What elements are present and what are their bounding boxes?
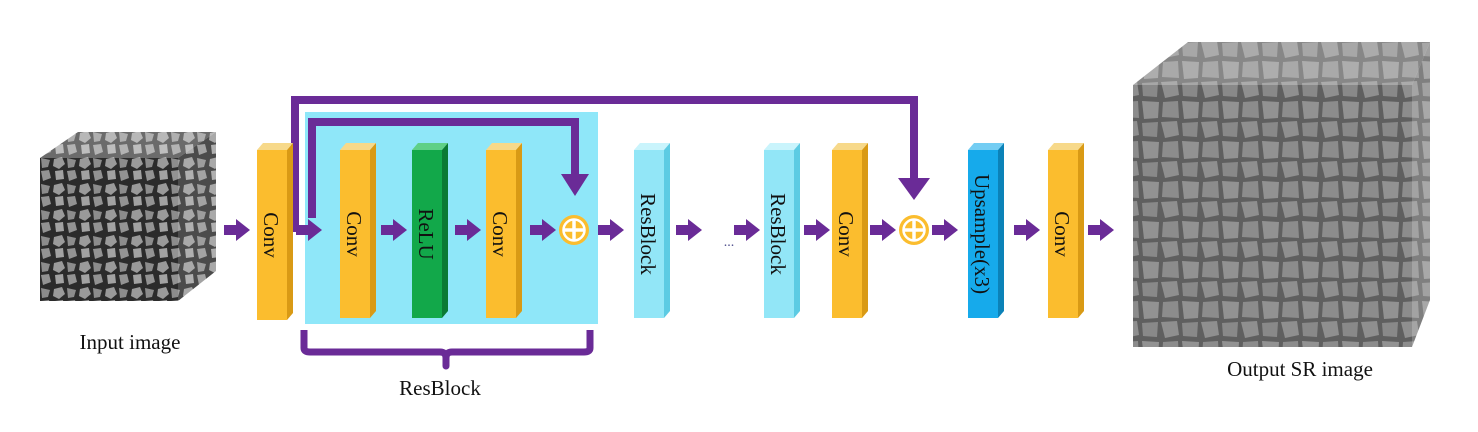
sum-node-outer: [899, 215, 929, 245]
sum-node-inner: [559, 215, 589, 245]
arrow-sum-to-resblock: [598, 219, 624, 241]
arrow-resblock-to-dots: [676, 219, 702, 241]
long-skip-arrowhead: [898, 178, 930, 200]
arrow-conv-to-sum-outer: [870, 219, 896, 241]
conv-block-1: Conv: [257, 143, 293, 320]
resblock-caption: ResBlock: [399, 376, 481, 400]
conv-block-1-label: Conv: [259, 212, 283, 258]
conv-block-after-resblocks-label: Conv: [834, 211, 858, 257]
arrow-conv-to-relu: [381, 219, 407, 241]
upsample-block: Upsample(x3): [968, 143, 1004, 318]
arrow-conv-to-output: [1088, 219, 1114, 241]
arrow-sum-to-upsample: [932, 219, 958, 241]
output-cube-top: [1133, 42, 1430, 85]
arrow-input-to-conv: [224, 219, 250, 241]
resblock-2-label: ResBlock: [636, 193, 660, 275]
resblock-conv-2: Conv: [486, 143, 522, 318]
ellipsis: ...: [723, 235, 735, 250]
arrow-relu-to-conv: [455, 219, 481, 241]
resblock-conv-2-label: Conv: [488, 211, 512, 257]
arrow-conv-to-sum: [530, 219, 556, 241]
input-cube-side: [178, 132, 216, 301]
conv-block-final: Conv: [1048, 143, 1084, 318]
resblock-relu-label: ReLU: [414, 208, 438, 259]
output-image-caption: Output SR image: [1227, 357, 1373, 381]
arrow-conv-to-resblock: [296, 219, 322, 241]
arrow-resblock-to-conv: [804, 219, 830, 241]
resblock-n-label: ResBlock: [766, 193, 790, 275]
flow-arrows: [224, 219, 1114, 241]
output-cube-side: [1412, 42, 1430, 347]
conv-block-final-label: Conv: [1050, 211, 1074, 257]
output-cube-front: [1133, 85, 1412, 347]
conv-block-after-resblocks: Conv: [832, 143, 868, 318]
upsample-block-label: Upsample(x3): [970, 174, 994, 294]
input-image-caption: Input image: [79, 330, 181, 354]
input-cube-front: [40, 158, 178, 301]
arrow-dots-to-resblock: [734, 219, 760, 241]
input-cube-top: [40, 132, 216, 158]
resblock-brace: [300, 330, 594, 370]
inner-skip-connection: [308, 118, 579, 218]
arrow-upsample-to-conv: [1014, 219, 1040, 241]
output-image-cube: [1133, 42, 1430, 347]
inner-skip-arrowhead: [561, 174, 589, 196]
resblock-conv-1: Conv: [340, 143, 376, 318]
long-skip-connection: [291, 96, 918, 232]
resblock-2: ResBlock: [634, 143, 670, 318]
resblock-relu: ReLU: [412, 143, 448, 318]
resblock-conv-1-label: Conv: [342, 211, 366, 257]
resblock-n: ResBlock: [764, 143, 800, 318]
input-image-cube: [40, 132, 216, 301]
